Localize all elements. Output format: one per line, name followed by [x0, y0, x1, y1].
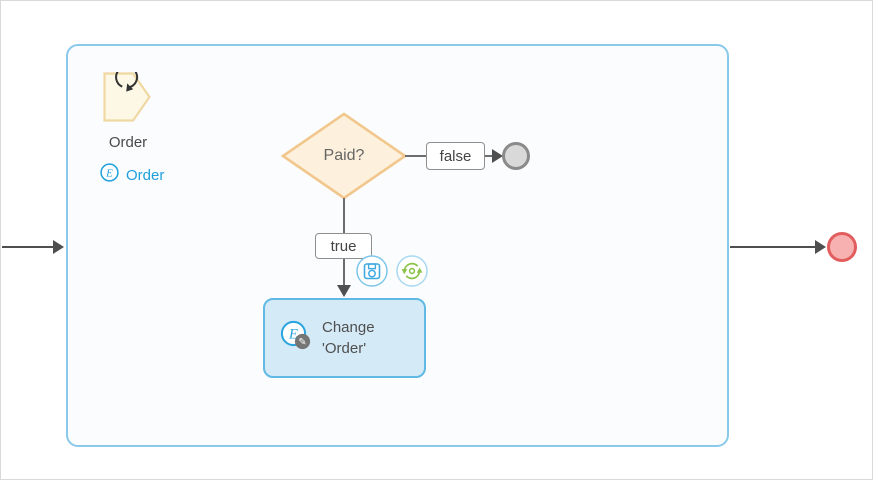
task-label: Change 'Order' [322, 317, 375, 359]
task-change-order[interactable]: E ✎ Change 'Order' [263, 298, 426, 378]
feel-e-icon: E [100, 163, 119, 187]
process-loop-icon[interactable] [103, 65, 151, 122]
outgoing-arrowhead-icon [815, 240, 826, 254]
sequence-flow-false-segment [485, 155, 495, 157]
incoming-sequence-flow[interactable] [2, 246, 53, 248]
task-label-line1: Change [322, 319, 375, 336]
gateway-label: Paid? [323, 147, 365, 164]
feel-e-edit-icon: E ✎ [280, 320, 312, 356]
svg-text:E: E [288, 327, 298, 343]
flow-label-false[interactable]: false [426, 142, 485, 170]
artifact-label: Order [108, 134, 148, 151]
flow-label-false-text: false [439, 147, 472, 165]
expression-link-label: Order [126, 166, 165, 184]
flow-label-true[interactable]: true [315, 233, 372, 259]
end-event-red[interactable] [827, 232, 857, 262]
svg-text:✎: ✎ [298, 337, 306, 348]
incoming-arrowhead-icon [53, 240, 64, 254]
order-expression-link[interactable]: E Order [100, 163, 164, 187]
end-event-gray[interactable] [502, 142, 530, 170]
flow-label-true-text: true [330, 237, 357, 255]
outgoing-sequence-flow[interactable] [730, 246, 815, 248]
false-arrowhead-icon [492, 149, 503, 163]
sequence-flow-true-segment [343, 259, 345, 287]
svg-text:E: E [105, 167, 113, 179]
true-arrowhead-icon [337, 285, 351, 297]
task-label-line2: 'Order' [322, 340, 367, 357]
sequence-flow-false[interactable] [405, 155, 426, 157]
sequence-flow-true[interactable] [343, 198, 345, 234]
subprocess-container[interactable] [66, 44, 729, 447]
refresh-icon[interactable] [396, 255, 428, 287]
save-icon[interactable] [356, 255, 388, 287]
